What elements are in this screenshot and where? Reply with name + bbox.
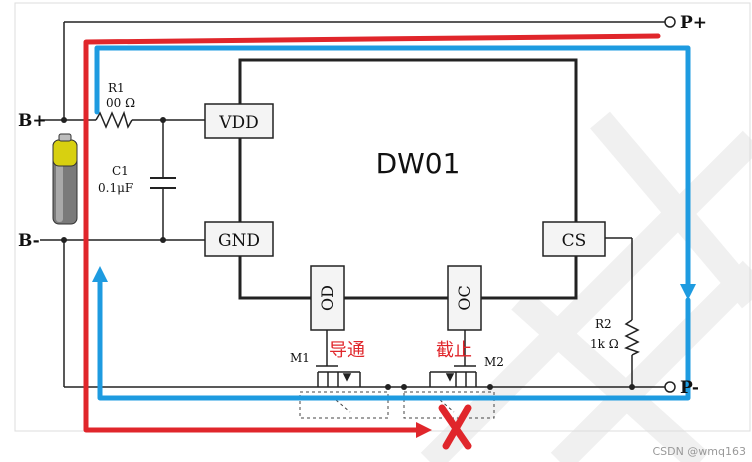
cross-icon [438, 404, 472, 450]
red-arrowhead [416, 422, 432, 438]
r2-value: 1k Ω [590, 337, 619, 351]
r1-name: R1 [108, 81, 125, 95]
dw01-chip [238, 58, 578, 300]
m1-state-label: 导通 [329, 340, 365, 361]
m1-name: M1 [290, 351, 310, 365]
pin-gnd-label: GND [218, 231, 260, 251]
m2-name: M2 [484, 355, 504, 369]
chip-name: DW01 [376, 147, 461, 180]
pin-oc-label: OC [455, 285, 474, 310]
c1-value: 0.1μF [98, 181, 133, 195]
discharge-path-blue [94, 45, 691, 291]
background-stripes [420, 111, 752, 462]
p-plus-terminal [664, 16, 676, 28]
pin-gnd-box [204, 221, 274, 257]
mosfet-m2-icon [429, 360, 477, 387]
pin-vdd-box [204, 103, 274, 139]
c1-name: C1 [112, 164, 129, 178]
b-plus-label: B+ [18, 111, 47, 131]
pin-cs-label: CS [562, 231, 587, 251]
blue-arrowhead-up [92, 266, 108, 282]
capacitor-c1-icon [150, 177, 176, 189]
r2-name: R2 [595, 317, 612, 331]
pin-oc-box [447, 265, 482, 331]
m2-state-label: 截止 [436, 340, 472, 361]
b-minus-label: B- [18, 231, 40, 251]
resistor-r2-icon [624, 319, 640, 356]
mosfet-m1-icon [316, 360, 361, 387]
wiring [40, 21, 665, 388]
battery-icon [52, 133, 78, 225]
blue-arrowhead-down [680, 284, 696, 300]
p-minus-terminal [664, 381, 676, 393]
watermark: CSDN @wmq163 [652, 445, 746, 458]
body-diodes [299, 391, 495, 419]
discharge-return-blue [97, 279, 691, 401]
resistor-r1-icon [95, 110, 133, 129]
pin-boxes [204, 103, 606, 331]
pin-vdd-label: VDD [218, 113, 259, 133]
pin-od-box [310, 265, 345, 331]
r1-value: 00 Ω [106, 96, 135, 110]
charge-path-red [83, 33, 661, 433]
junction-dots [61, 117, 635, 390]
pin-od-label: OD [318, 285, 337, 311]
pin-cs-box [542, 221, 606, 257]
p-minus-label: P- [680, 378, 699, 398]
p-plus-label: P+ [680, 13, 707, 33]
